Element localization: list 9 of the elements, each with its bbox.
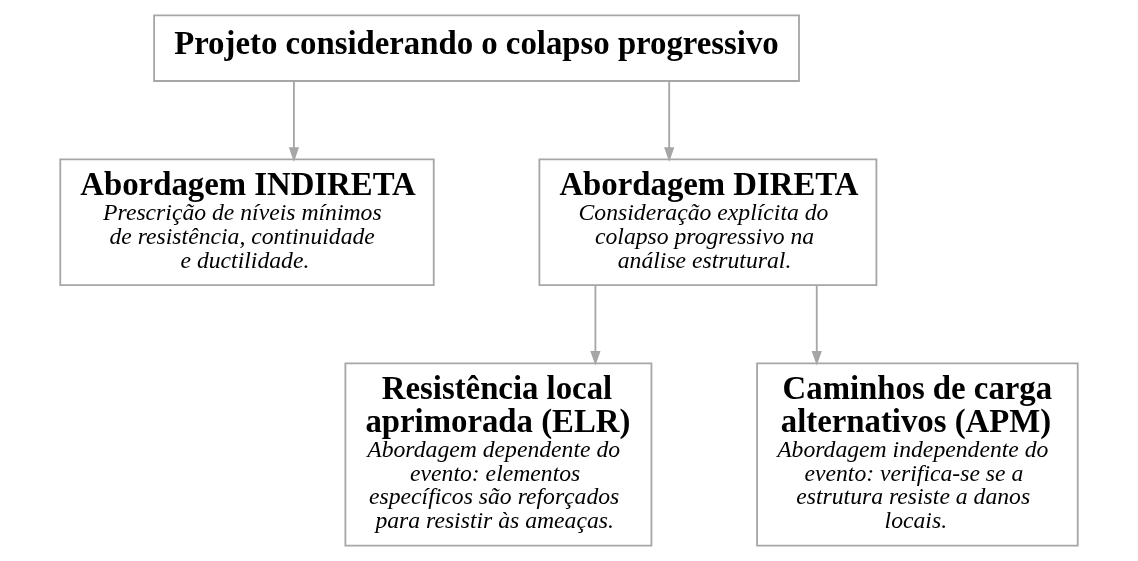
node-box: Abordagem INDIRETA Prescrição de níveis mínimos de resistência, continuidade e ductilidade. <box>59 158 435 286</box>
arrow <box>664 80 675 162</box>
node-box: Projeto considerando o colapso progressivo <box>153 14 800 82</box>
node-box: Caminhos de carga alternativos (APM) Abordagem independente do evento: verifica-se se a estrutura resiste a danos locais. <box>756 362 1079 547</box>
node-box: Resistência local aprimorada (ELR) Abordagem dependente do evento: elementos específicos são reforçados para resistir às ameaças. <box>344 362 653 547</box>
arrow <box>288 80 300 162</box>
node-box: Abordagem DIRETA Consideração explícita do colapso progressivo na análise estrutural. <box>538 158 878 286</box>
arrow <box>590 284 601 366</box>
arrow <box>811 284 822 366</box>
